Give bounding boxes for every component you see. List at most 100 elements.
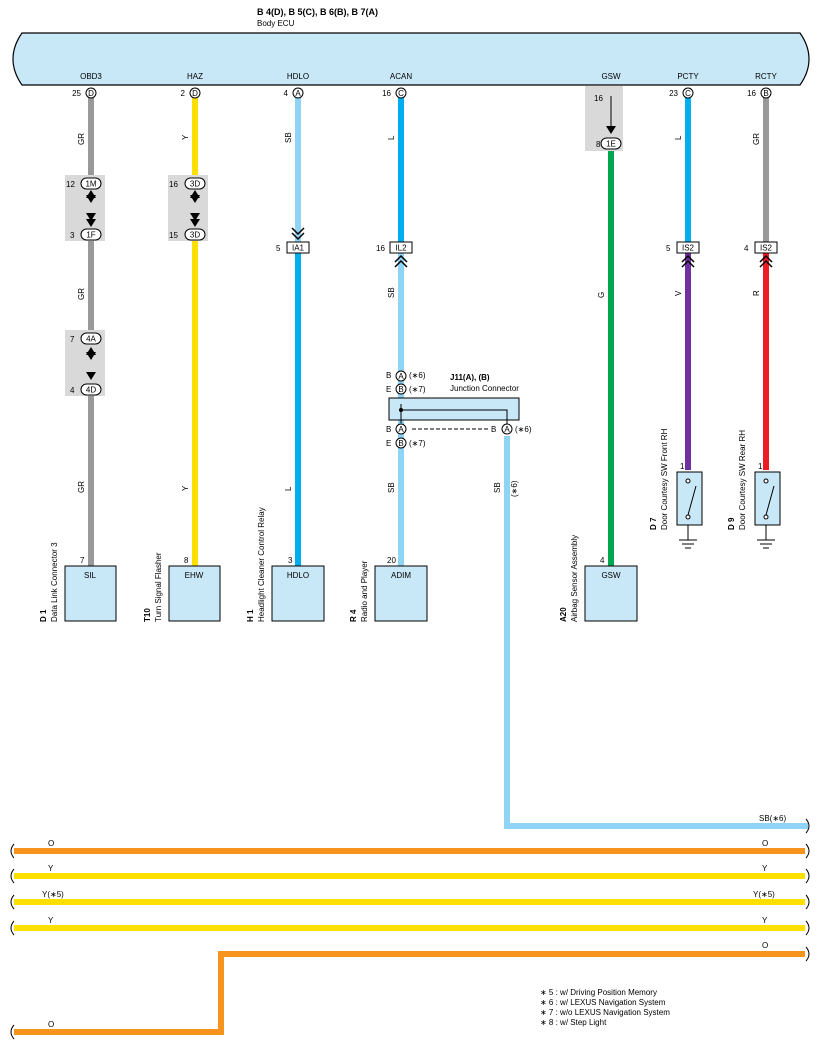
svg-text:IS2: IS2 bbox=[760, 244, 773, 253]
svg-text:5: 5 bbox=[276, 244, 281, 253]
components: 7 SIL D 1 Data Link Connector 3 8 EHW T1… bbox=[39, 428, 781, 622]
svg-text:D 1: D 1 bbox=[39, 609, 48, 622]
bus-label-left-1: O bbox=[48, 839, 54, 848]
pin-hdlo: 4 bbox=[284, 89, 289, 98]
bus-orange-2 bbox=[14, 951, 805, 1035]
obd-inline-connectors: 12 1M 3 1F 7 4A 4 4D bbox=[65, 175, 105, 396]
svg-text:B: B bbox=[491, 425, 496, 434]
pin-circle-hdlo bbox=[292, 87, 304, 99]
svg-text:A: A bbox=[398, 425, 404, 434]
note-8: ∗ 8 : w/ Step Light bbox=[540, 1018, 607, 1027]
svg-text:IS2: IS2 bbox=[682, 244, 695, 253]
svg-text:(∗6): (∗6) bbox=[409, 371, 426, 380]
svg-text:3D: 3D bbox=[190, 231, 200, 240]
svg-text:(∗7): (∗7) bbox=[409, 439, 426, 448]
svg-text:GR: GR bbox=[77, 133, 86, 145]
svg-text:4A: 4A bbox=[86, 335, 96, 344]
bus-label-left-5: O bbox=[48, 1020, 54, 1029]
svg-text:B: B bbox=[398, 385, 403, 394]
svg-text:D 7: D 7 bbox=[649, 517, 658, 530]
svg-text:R: R bbox=[752, 290, 761, 296]
pin-pcty: 23 bbox=[669, 89, 678, 98]
svg-text:GR: GR bbox=[77, 481, 86, 493]
svg-text:GSW: GSW bbox=[601, 571, 621, 580]
svg-text:7: 7 bbox=[80, 556, 85, 565]
haz-inline-connectors: 16 3D 15 3D bbox=[168, 175, 208, 241]
svg-text:ADIM: ADIM bbox=[391, 571, 411, 580]
bus-label-right-3: Y(∗5) bbox=[753, 890, 775, 899]
svg-text:Junction Connector: Junction Connector bbox=[450, 384, 519, 393]
component-h1 bbox=[271, 565, 325, 622]
svg-text:B: B bbox=[398, 439, 403, 448]
pin-haz: 2 bbox=[181, 89, 186, 98]
svg-text:G: G bbox=[597, 292, 606, 298]
gsw-connector: 16 8 1E bbox=[585, 86, 623, 151]
note-6: ∗ 6 : w/ LEXUS Navigation System bbox=[540, 998, 666, 1007]
gsw-inline-id: 1E bbox=[606, 140, 616, 149]
svg-text:Door Courtesy SW Front RH: Door Courtesy SW Front RH bbox=[660, 428, 669, 530]
svg-text:12: 12 bbox=[66, 180, 75, 189]
svg-text:D 9: D 9 bbox=[727, 517, 736, 530]
signal-acan: ACAN bbox=[390, 72, 412, 81]
svg-text:Door Courtesy SW Rear RH: Door Courtesy SW Rear RH bbox=[738, 430, 747, 530]
bus-label-right-5: O bbox=[762, 941, 768, 950]
svg-text:E: E bbox=[386, 385, 391, 394]
signal-pcty: PCTY bbox=[677, 72, 699, 81]
component-d1 bbox=[64, 565, 117, 622]
signal-gsw: GSW bbox=[601, 72, 621, 81]
svg-text:T10: T10 bbox=[143, 608, 152, 622]
svg-text:16: 16 bbox=[169, 180, 178, 189]
svg-text:1F: 1F bbox=[86, 231, 95, 240]
conn-acan: C bbox=[398, 89, 404, 98]
svg-text:L: L bbox=[674, 135, 683, 140]
svg-text:SB: SB bbox=[387, 482, 396, 493]
svg-text:V: V bbox=[674, 290, 683, 296]
svg-text:L: L bbox=[387, 135, 396, 140]
svg-text:3: 3 bbox=[70, 231, 75, 240]
svg-text:Turn Signal Flasher: Turn Signal Flasher bbox=[154, 552, 163, 622]
component-r4 bbox=[374, 565, 428, 622]
conn-pcty: C bbox=[685, 89, 691, 98]
ecu-name-label: Body ECU bbox=[257, 19, 295, 28]
pin-acan: 16 bbox=[382, 89, 391, 98]
svg-text:3: 3 bbox=[288, 556, 293, 565]
svg-text:E: E bbox=[386, 439, 391, 448]
svg-text:Airbag Sensor Assembly: Airbag Sensor Assembly bbox=[570, 535, 579, 622]
svg-text:1: 1 bbox=[758, 462, 763, 471]
gsw-pin-top: 16 bbox=[594, 94, 603, 103]
conn-haz: D bbox=[192, 89, 198, 98]
svg-text:4: 4 bbox=[744, 244, 749, 253]
bottom-buses bbox=[10, 818, 810, 1040]
signal-haz: HAZ bbox=[187, 72, 203, 81]
svg-text:(∗6): (∗6) bbox=[515, 425, 532, 434]
conn-rcty: B bbox=[763, 89, 768, 98]
conn-hdlo: A bbox=[295, 89, 301, 98]
body-ecu-box bbox=[12, 32, 810, 86]
svg-text:15: 15 bbox=[169, 231, 178, 240]
ecu-connectors-label: B 4(D), B 5(C), B 6(B), B 7(A) bbox=[257, 7, 378, 17]
svg-text:SIL: SIL bbox=[84, 571, 97, 580]
svg-text:SB: SB bbox=[284, 132, 293, 143]
svg-text:Y: Y bbox=[181, 485, 190, 491]
svg-text:20: 20 bbox=[387, 556, 396, 565]
svg-text:SB: SB bbox=[387, 287, 396, 298]
svg-text:1M: 1M bbox=[85, 180, 96, 189]
bus-label-right-1: O bbox=[762, 839, 768, 848]
svg-text:B: B bbox=[386, 425, 391, 434]
note-7: ∗ 7 : w/o LEXUS Navigation System bbox=[540, 1008, 670, 1017]
svg-text:Data Link Connector 3: Data Link Connector 3 bbox=[50, 542, 59, 622]
svg-text:A20: A20 bbox=[559, 607, 568, 622]
svg-text:Headlight Cleaner Control Rela: Headlight Cleaner Control Relay bbox=[257, 507, 266, 622]
svg-text:(∗6): (∗6) bbox=[510, 480, 519, 497]
signal-obd3: OBD3 bbox=[80, 72, 102, 81]
pin-circle-pcty bbox=[682, 87, 694, 99]
junction-connector: B A (∗6) E B (∗7) J11(A), (B) Junction C… bbox=[386, 370, 532, 449]
svg-text:J11(A), (B): J11(A), (B) bbox=[450, 373, 490, 382]
svg-text:Y: Y bbox=[181, 134, 190, 140]
bus-label-left-4: Y bbox=[48, 916, 54, 925]
svg-text:IL2: IL2 bbox=[395, 244, 407, 253]
svg-text:4: 4 bbox=[70, 386, 75, 395]
svg-text:IA1: IA1 bbox=[292, 244, 305, 253]
svg-text:16: 16 bbox=[376, 244, 385, 253]
